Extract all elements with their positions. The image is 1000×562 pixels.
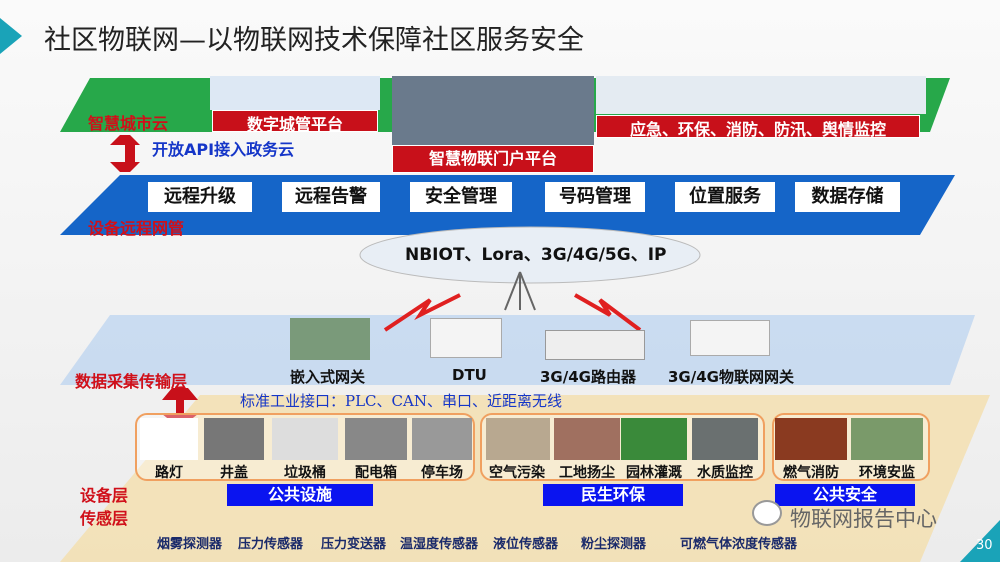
sensor-label: 压力变送器 bbox=[321, 537, 387, 552]
monitoring-screenshots bbox=[596, 76, 926, 114]
sensor-layer-label: 传感层 bbox=[80, 509, 129, 528]
sensor-label: 粉尘探测器 bbox=[581, 537, 647, 552]
mgmt-item: 远程告警 bbox=[282, 182, 380, 212]
scene-image bbox=[345, 418, 407, 460]
device-label: 嵌入式网关 bbox=[290, 368, 366, 386]
scene-label: 环境安监 bbox=[859, 465, 915, 481]
portal-platform: 智慧物联门户平台 bbox=[392, 145, 594, 173]
scene-label: 空气污染 bbox=[489, 465, 545, 481]
page-number: 30 bbox=[976, 538, 993, 553]
mgmt-item: 安全管理 bbox=[410, 182, 512, 212]
transport-label: 数据采集传输层 bbox=[75, 372, 188, 391]
device-layer-label: 设备层 bbox=[80, 486, 129, 505]
sensor-label: 烟雾探测器 bbox=[157, 537, 223, 552]
router-image bbox=[545, 330, 645, 360]
scene-label: 停车场 bbox=[421, 465, 463, 481]
scene-label: 水质监控 bbox=[697, 465, 753, 481]
interface-label: 标准工业接口：PLC、CAN、串口、近距离无线 bbox=[240, 392, 562, 410]
watermark: 物联网报告中心 bbox=[790, 507, 937, 531]
dtu-image bbox=[430, 318, 502, 358]
page-title: 社区物联网—以物联网技术保障社区服务安全 bbox=[44, 25, 584, 56]
api-arrow bbox=[110, 135, 140, 172]
device-label: DTU bbox=[452, 366, 487, 384]
cloud-layer-label: 智慧城市云 bbox=[88, 114, 169, 133]
network-protocols: NBIOT、Lora、3G/4G/5G、IP bbox=[405, 245, 667, 265]
mgmt-item: 远程升级 bbox=[148, 182, 252, 212]
tower-icon bbox=[504, 271, 536, 311]
iot-gateway-image bbox=[690, 320, 770, 356]
api-label: 开放API接入政务云 bbox=[152, 140, 295, 159]
sensor-label: 压力传感器 bbox=[238, 537, 304, 552]
scene-label: 燃气消防 bbox=[783, 465, 839, 481]
transport-band bbox=[60, 315, 975, 385]
scene-image bbox=[412, 418, 472, 460]
group-label: 公共设施 bbox=[227, 484, 373, 506]
scene-image bbox=[272, 418, 338, 460]
mgmt-item: 位置服务 bbox=[675, 182, 775, 212]
group-label: 公共安全 bbox=[775, 484, 915, 506]
wechat-icon bbox=[752, 500, 782, 526]
device-label: 3G/4G路由器 bbox=[540, 368, 636, 386]
scene-image bbox=[692, 418, 758, 460]
mgmt-item: 号码管理 bbox=[545, 182, 645, 212]
page-corner bbox=[960, 520, 1000, 562]
management-label: 设备远程网管 bbox=[88, 219, 185, 238]
mgmt-item: 数据存储 bbox=[795, 182, 900, 212]
network-cloud bbox=[359, 226, 701, 284]
title-accent bbox=[0, 18, 22, 54]
scene-label: 路灯 bbox=[155, 465, 183, 481]
scene-image bbox=[851, 418, 923, 460]
scene-image bbox=[140, 418, 198, 460]
group-label: 民生环保 bbox=[543, 484, 683, 506]
scene-image bbox=[486, 418, 550, 460]
device-label: 3G/4G物联网网关 bbox=[668, 368, 794, 386]
embedded-gateway-image bbox=[290, 318, 370, 360]
scene-image bbox=[204, 418, 264, 460]
city-mgmt-platform: 数字城管平台 bbox=[212, 110, 378, 134]
monitoring-platform: 应急、环保、消防、防汛、舆情监控 bbox=[596, 115, 920, 139]
scene-image bbox=[775, 418, 847, 460]
scene-label: 配电箱 bbox=[355, 465, 397, 481]
wireless-signal-left-icon bbox=[383, 293, 461, 332]
sensor-label: 温湿度传感器 bbox=[400, 537, 479, 552]
sensor-label: 液位传感器 bbox=[493, 537, 559, 552]
scene-image bbox=[554, 418, 620, 460]
scene-label: 井盖 bbox=[220, 465, 248, 481]
scene-label: 园林灌溉 bbox=[626, 465, 682, 481]
sensor-label: 可燃气体浓度传感器 bbox=[680, 537, 798, 552]
scene-label: 工地扬尘 bbox=[559, 465, 615, 481]
scene-image bbox=[621, 418, 687, 460]
wireless-signal-right-icon bbox=[574, 293, 642, 332]
scene-label: 垃圾桶 bbox=[284, 465, 326, 481]
control-room-photo bbox=[392, 76, 594, 146]
city-mgmt-screenshot bbox=[210, 76, 380, 110]
